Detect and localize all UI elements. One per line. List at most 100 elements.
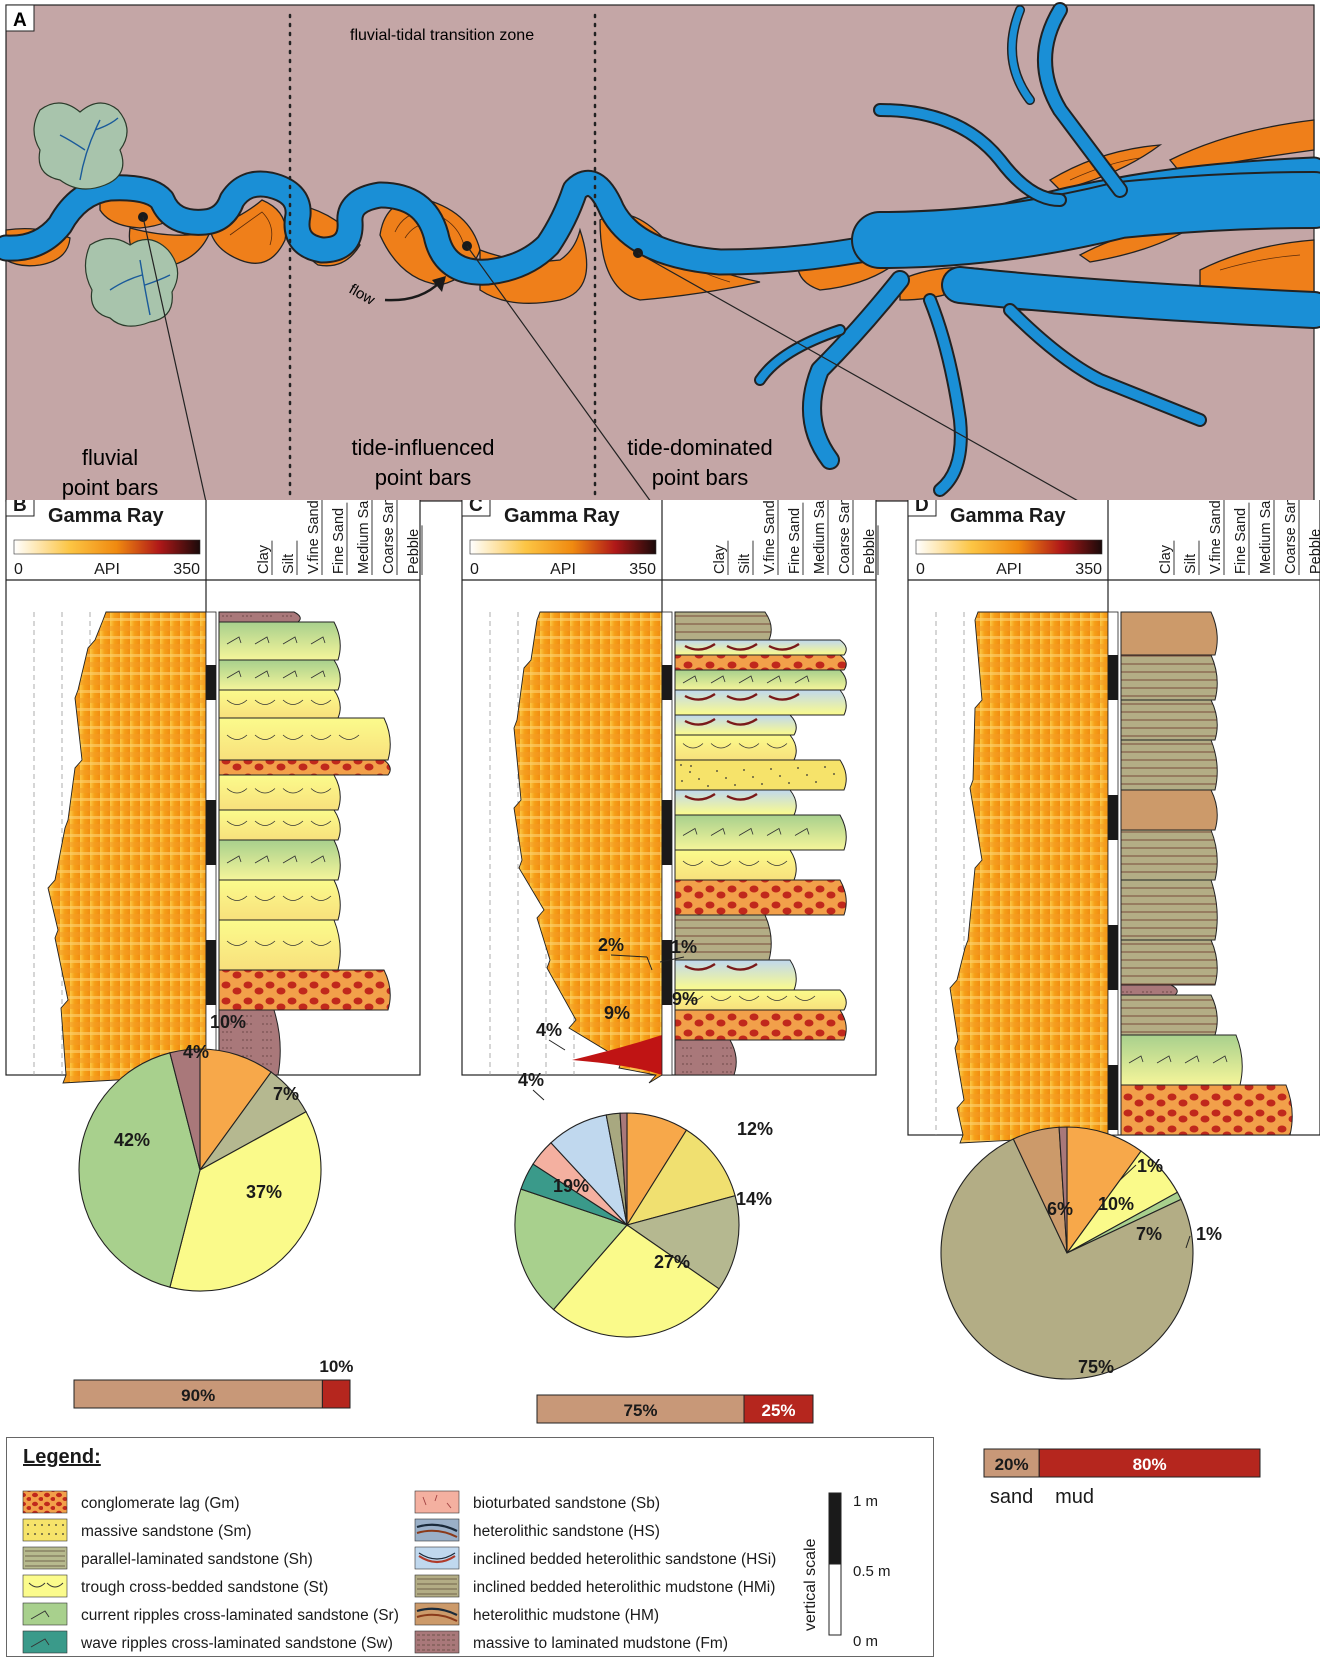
api-unit: API <box>94 561 120 578</box>
lithology-bed-sr <box>675 815 846 850</box>
pie-label: 7% <box>1136 1224 1162 1244</box>
grain-size-label: Silt <box>1183 554 1199 574</box>
pie-label: 7% <box>273 1084 299 1104</box>
legend-item: current ripples cross-laminated sandston… <box>23 1603 399 1625</box>
pie-label: 37% <box>246 1182 282 1202</box>
api-unit: API <box>996 561 1022 578</box>
legend-item: trough cross-bedded sandstone (St) <box>23 1575 328 1597</box>
lithology-bed-sm <box>675 760 846 790</box>
scale-block <box>206 665 216 700</box>
legend-box: Legend: conglomerate lag (Gm)massive san… <box>6 1437 934 1657</box>
lithology-bed-st <box>675 850 796 880</box>
scale-tick: 0.5 m <box>853 1563 891 1580</box>
legend-label: current ripples cross-laminated sandston… <box>81 1607 399 1624</box>
lithology-bed-gm <box>219 760 390 775</box>
lithology-bed-hsi <box>675 960 796 990</box>
legend-item: conglomerate lag (Gm) <box>23 1491 240 1513</box>
grain-size-label: Silt <box>737 554 753 574</box>
api-min: 0 <box>916 561 925 578</box>
legend-swatch <box>23 1491 67 1513</box>
scale-block <box>206 800 216 865</box>
grain-size-label: Pebble <box>1308 529 1320 574</box>
lithology-bed-hmi <box>1121 740 1217 790</box>
log-panel-b: BGamma Ray0API350ClaySiltV.fine SandFine… <box>6 500 422 1083</box>
scale-block <box>662 665 672 700</box>
scale-title: vertical scale <box>802 1538 819 1631</box>
api-max: 350 <box>1075 561 1102 578</box>
fluvial-tidal-map: A fluvial-tidal transition zone <box>0 0 1320 502</box>
pie-label: 9% <box>672 989 698 1009</box>
grain-size-label: Pebble <box>862 529 878 574</box>
zone-tide-influenced-line2: point bars <box>375 465 472 490</box>
lithology-bed-gm <box>219 970 390 1010</box>
lithology-bed-sr <box>219 840 340 880</box>
legend-swatch <box>23 1575 67 1597</box>
lithology-bed-st <box>219 810 340 840</box>
grain-size-label: Fine Sand <box>331 508 347 574</box>
lithology-bed-sr <box>1121 1035 1242 1085</box>
panel-label: D <box>915 500 929 516</box>
sand-mud-bar-d: 20%80%sandmud <box>984 1449 1260 1508</box>
lithology-bed-fm <box>219 612 300 622</box>
api-colour-scale <box>470 540 656 554</box>
mud-percent: 80% <box>1133 1455 1167 1474</box>
grain-size-label: Medium Sand <box>812 500 828 574</box>
zone-tide-dominated-line2: point bars <box>652 465 749 490</box>
lithology-bed-st <box>219 690 340 718</box>
api-max: 350 <box>629 561 656 578</box>
vertical-scale: 1 m 0.5 m 0 m vertical scale <box>802 1493 891 1650</box>
sand-mud-bar-c: 75% 25% <box>537 1395 813 1423</box>
legend-label: massive sandstone (Sm) <box>81 1523 252 1540</box>
lithology-bed-st <box>675 735 796 760</box>
pie-label: 1% <box>1196 1224 1222 1244</box>
zone-tide-influenced-line1: tide-influenced <box>351 435 494 460</box>
pie-label: 4% <box>183 1042 209 1062</box>
legend-swatch <box>23 1631 67 1653</box>
legend-item: massive to laminated mudstone (Fm) <box>415 1631 728 1653</box>
scale-block <box>1108 655 1118 700</box>
zone-title: fluvial-tidal transition zone <box>350 27 534 44</box>
legend-swatch <box>23 1519 67 1541</box>
legend-label: parallel-laminated sandstone (Sh) <box>81 1551 313 1568</box>
lithology-bed-hmi <box>675 612 771 640</box>
pie-label: 14% <box>736 1189 772 1209</box>
legend-label: massive to laminated mudstone (Fm) <box>473 1635 728 1652</box>
grain-size-label: V.fine Sand <box>1208 500 1224 574</box>
sand-percent: 75% <box>623 1401 657 1420</box>
legend-item: inclined bedded heterolithic mudstone (H… <box>415 1575 775 1597</box>
grain-size-label: Fine Sand <box>787 508 803 574</box>
mud-word: mud <box>1055 1486 1094 1508</box>
zone-fluvial-line2: point bars <box>62 475 159 500</box>
mud-fraction <box>322 1380 350 1408</box>
lithology-bed-hmi <box>1121 880 1217 940</box>
panel-a-label: A <box>13 10 27 31</box>
legend-item: inclined bedded heterolithic sandstone (… <box>415 1547 776 1569</box>
legend-item: massive sandstone (Sm) <box>23 1519 252 1541</box>
legend-label: inclined bedded heterolithic sandstone (… <box>473 1551 776 1568</box>
grain-size-label: Coarse Sand <box>1283 500 1299 574</box>
api-min: 0 <box>14 561 23 578</box>
lithology-bed-gm <box>675 880 846 915</box>
api-unit: API <box>550 561 576 578</box>
scale-tick: 0 m <box>853 1633 878 1650</box>
pie-label: 10% <box>210 1012 246 1032</box>
gamma-ray-title: Gamma Ray <box>504 505 620 527</box>
sand-percent: 20% <box>995 1455 1029 1474</box>
lithology-bed-fm <box>675 1040 736 1075</box>
lithology-bed-hsi <box>675 790 796 815</box>
grain-size-label: Clay <box>1158 544 1174 574</box>
legend-swatch <box>415 1491 459 1513</box>
pie-label: 12% <box>737 1119 773 1139</box>
mud-percent: 25% <box>761 1401 795 1420</box>
scale-tick: 1 m <box>853 1493 878 1510</box>
lithology-bed-hmi <box>1121 700 1217 740</box>
legend-item: parallel-laminated sandstone (Sh) <box>23 1547 313 1569</box>
lithology-bed-hm <box>1121 790 1217 830</box>
log-panel-c: CGamma Ray0API350ClaySiltV.fine SandFine… <box>462 500 878 1083</box>
grain-size-label: Pebble <box>406 529 422 574</box>
pie-label: 2% <box>598 935 624 955</box>
pie-label: 4% <box>536 1020 562 1040</box>
legend-item: heterolithic mudstone (HM) <box>415 1603 659 1625</box>
lithology-bed-sr <box>219 660 340 690</box>
